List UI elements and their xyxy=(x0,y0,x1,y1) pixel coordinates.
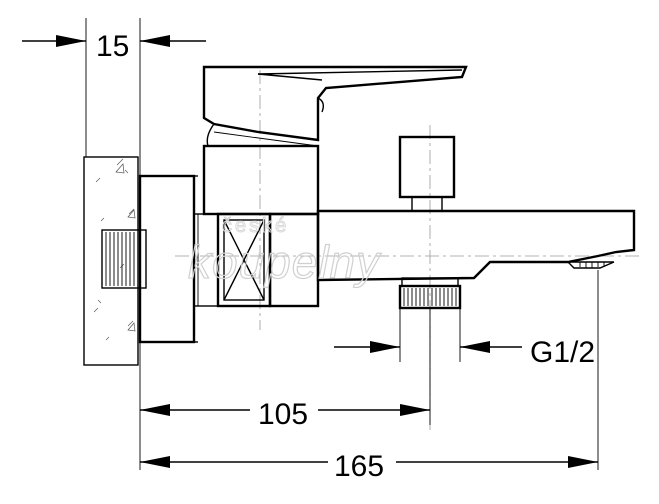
lever-handle xyxy=(202,65,468,147)
dimension-label-165: 165 xyxy=(334,450,384,483)
watermark: české koupelny xyxy=(187,215,382,289)
spout xyxy=(316,209,636,282)
dimension-g12: G1/2 xyxy=(334,336,595,369)
watermark-line1: české xyxy=(222,215,289,237)
dimension-105: 105 xyxy=(140,398,430,431)
wall-section xyxy=(83,156,139,366)
watermark-line2: koupelny xyxy=(188,236,382,288)
dimension-label-105: 105 xyxy=(258,398,308,431)
inlet-thread xyxy=(101,229,147,289)
diverter-knob xyxy=(398,135,456,212)
dimension-15: 15 xyxy=(22,30,206,63)
dimension-label-g12: G1/2 xyxy=(530,336,595,369)
dimension-label-15: 15 xyxy=(96,30,129,63)
dimension-165: 165 xyxy=(140,450,598,483)
